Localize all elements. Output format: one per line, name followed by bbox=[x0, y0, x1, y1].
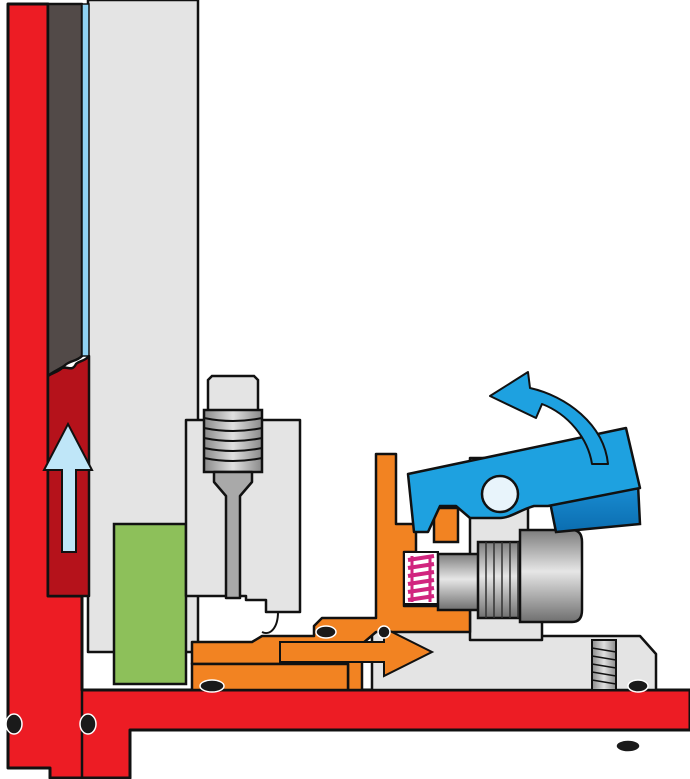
seal bbox=[79, 713, 97, 735]
set-screw bbox=[591, 639, 617, 691]
liner-strip bbox=[46, 2, 84, 378]
stud-clip bbox=[261, 611, 279, 634]
liner-edge bbox=[81, 3, 90, 357]
seals bbox=[5, 625, 649, 753]
stud-stem bbox=[212, 470, 254, 600]
push-arrow bbox=[279, 626, 435, 678]
socket-bolt bbox=[436, 528, 584, 624]
flow-arrow-up bbox=[42, 421, 94, 553]
rotation-arrow bbox=[489, 371, 609, 465]
seal bbox=[199, 679, 225, 693]
seal bbox=[315, 625, 337, 639]
orange-foot bbox=[190, 662, 350, 692]
stud-head bbox=[206, 374, 260, 414]
green-block bbox=[112, 522, 188, 686]
spring bbox=[403, 551, 439, 605]
seal bbox=[377, 625, 391, 639]
stud-thread bbox=[202, 408, 264, 474]
seal bbox=[627, 679, 649, 693]
orange-tab bbox=[432, 506, 460, 544]
seal bbox=[5, 713, 23, 735]
lever-arm bbox=[406, 426, 642, 534]
seal bbox=[615, 739, 641, 753]
lever-pivot bbox=[480, 474, 520, 514]
